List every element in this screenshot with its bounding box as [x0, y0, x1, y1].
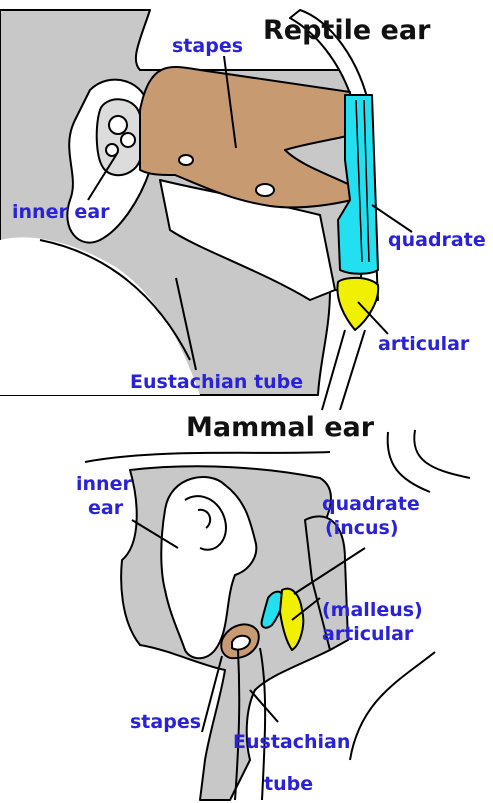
mammal-articular-label: articular	[322, 624, 413, 645]
reptile-ear-title: Reptile ear	[263, 15, 430, 46]
reptile-eustachian-label: Eustachian tube	[130, 372, 303, 393]
reptile-inner-ear-label: inner ear	[12, 202, 110, 223]
mammal-ear-title: Mammal ear	[186, 412, 374, 443]
reptile-quadrate-label: quadrate	[388, 230, 486, 251]
reptile-articular	[337, 278, 378, 330]
mammal-inner-label: inner	[76, 474, 132, 495]
reptile-stapes-label: stapes	[172, 36, 243, 57]
mammal-ear-label: ear	[88, 498, 123, 519]
mammal-malleus-label: (malleus)	[322, 600, 423, 621]
mammal-stapes-label: stapes	[130, 712, 201, 733]
mammal-eustachian-label: Eustachian	[233, 732, 350, 753]
reptile-articular-label: articular	[378, 334, 469, 355]
mammal-tube-label: tube	[264, 774, 313, 795]
mammal-quadrate-label: quadrate	[322, 494, 420, 515]
mammal-incus-label: (incus)	[325, 518, 399, 539]
